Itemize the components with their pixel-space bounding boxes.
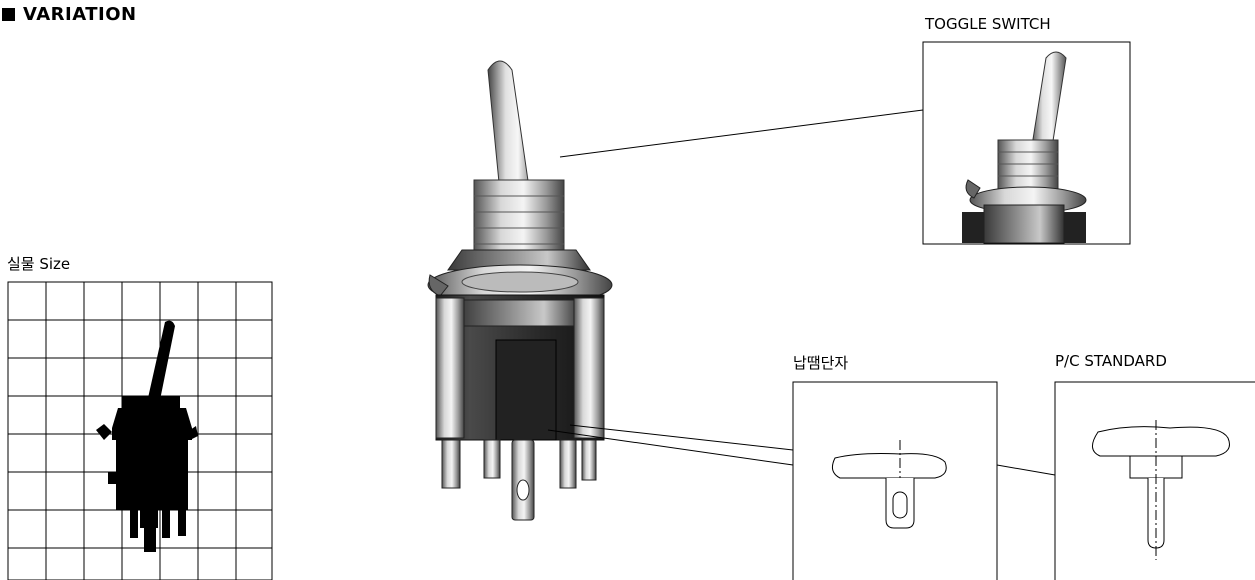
pc-standard-detail-box bbox=[1054, 381, 1255, 580]
solder-terminal-label: 납땜단자 bbox=[793, 354, 849, 372]
solder-terminal-detail-box bbox=[792, 381, 998, 580]
section-title-text: VARIATION bbox=[23, 4, 137, 25]
pc-standard-label: P/C STANDARD bbox=[1055, 352, 1167, 370]
switch-silhouette bbox=[96, 320, 198, 552]
leader-lines bbox=[547, 109, 1056, 476]
black-square-icon bbox=[2, 8, 15, 21]
actual-size-label: 실물 Size bbox=[7, 255, 71, 273]
section-title: VARIATION bbox=[2, 4, 137, 25]
toggle-switch-label: TOGGLE SWITCH bbox=[925, 15, 1051, 33]
toggle-switch-detail-box bbox=[922, 41, 1131, 245]
toggle-switch-main-image bbox=[427, 60, 613, 521]
